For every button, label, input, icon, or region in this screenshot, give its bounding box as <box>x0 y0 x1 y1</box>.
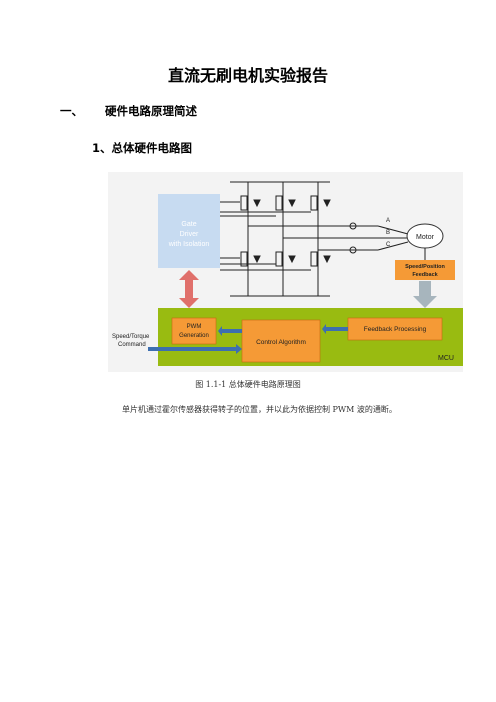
section-number: 一、 <box>60 104 83 118</box>
speed-position-label-2: Feedback <box>412 272 438 278</box>
speed-position-label-1: Speed/Position <box>405 264 445 270</box>
pwm-label-2: Generation <box>179 333 209 339</box>
feedback-down-arrow <box>413 281 437 308</box>
signal-arrows <box>148 324 348 354</box>
switch-symbols <box>240 195 331 267</box>
figure-caption: 图 1.1-1 总体硬件电路原理图 <box>195 380 301 389</box>
pwm-label-1: PWM <box>187 324 202 330</box>
gate-driver-label-2: Driver <box>180 231 199 238</box>
pwm-box <box>171 317 217 345</box>
isolation-double-arrow <box>179 270 199 308</box>
command-label-2: Command <box>118 342 146 348</box>
subsection-heading: 1、总体硬件电路图 <box>92 141 193 155</box>
gate-driver-label-1: Gate <box>181 221 196 228</box>
control-algorithm-label: Control Algorithm <box>256 339 306 346</box>
section-heading: 一、 硬件电路原理简述 <box>60 103 197 119</box>
phase-c-label: C <box>386 242 391 248</box>
phase-a-label: A <box>386 218 390 224</box>
motor-label: Motor <box>416 234 435 241</box>
feedback-processing-label: Feedback Processing <box>364 326 427 333</box>
body-paragraph: 单片机通过霍尔传感器获得转子的位置，并以此为依据控制 PWM 波的通断。 <box>122 405 397 414</box>
gate-driver-box <box>158 194 220 268</box>
command-label-1: Speed/Torque <box>112 334 150 340</box>
control-algorithm-box <box>241 319 321 363</box>
section-title: 硬件电路原理简述 <box>105 104 197 118</box>
mcu-label: MCU <box>438 355 454 362</box>
phase-b-label: B <box>386 230 390 236</box>
hardware-circuit-diagram: Gate Driver with Isolation A B C <box>108 172 463 372</box>
speed-position-box <box>395 260 455 280</box>
page-title: 直流无刷电机实验报告 <box>167 66 328 85</box>
gate-driver-label-3: with Isolation <box>168 241 210 248</box>
current-sensors <box>349 222 357 254</box>
inverter-bridge <box>220 181 378 297</box>
